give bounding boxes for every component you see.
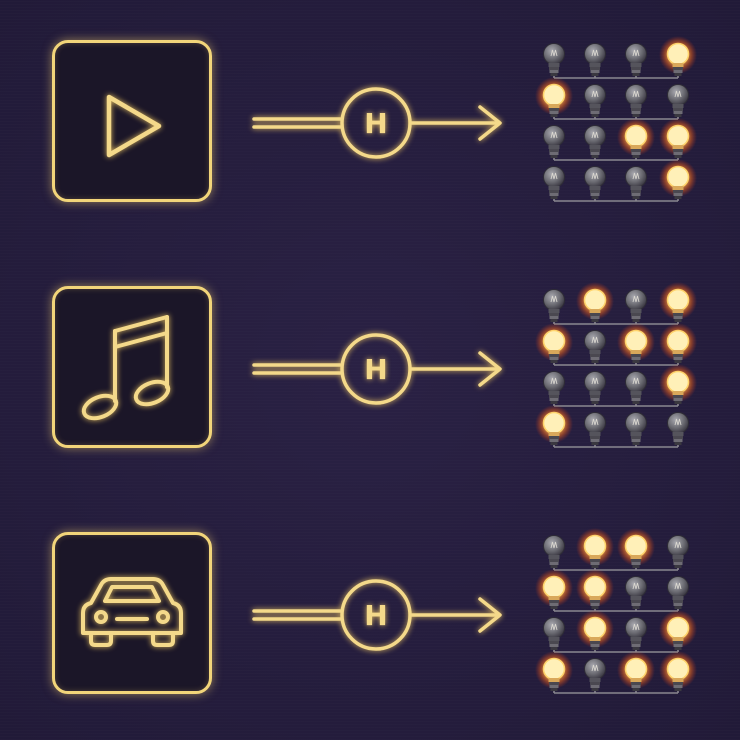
lightbulb-off-icon (584, 412, 606, 447)
lightbulb-off-icon (625, 412, 647, 447)
lightbulb-off-icon (543, 125, 565, 160)
lightbulb-off-icon (584, 330, 606, 365)
lightbulb-on-icon (659, 364, 697, 406)
input-box-car (52, 532, 212, 694)
lightbulb-off-icon (625, 371, 647, 406)
input-box-video (52, 40, 212, 202)
hash-label: H (364, 107, 387, 140)
music-note-icon (81, 315, 171, 421)
lightbulb-off-icon (584, 658, 606, 693)
lightbulb-off-icon (625, 166, 647, 201)
hash-label: H (364, 599, 387, 632)
hash-function-arrow: H (248, 575, 508, 655)
lightbulb-on-icon (535, 323, 573, 365)
lightbulb-off-icon (543, 289, 565, 324)
lightbulb-on-icon (659, 651, 697, 693)
hash-label: H (364, 353, 387, 386)
lightbulb-off-icon (625, 576, 647, 611)
lightbulb-on-icon (659, 159, 697, 201)
lightbulb-off-icon (667, 535, 689, 570)
input-box-music (52, 286, 212, 448)
bulb-grid (532, 282, 702, 454)
lightbulb-off-icon (584, 84, 606, 119)
play-icon (106, 94, 162, 158)
lightbulb-on-icon (576, 569, 614, 611)
lightbulb-off-icon (584, 166, 606, 201)
lightbulb-on-icon (617, 651, 655, 693)
hash-row-music: H (0, 282, 740, 454)
hash-function-arrow: H (248, 83, 508, 163)
bulb-grid (532, 528, 702, 700)
arrow-icon: H (252, 333, 502, 405)
lightbulb-on-icon (576, 528, 614, 570)
hash-row-video: H (0, 36, 740, 208)
lightbulb-on-icon (535, 569, 573, 611)
lightbulb-on-icon (576, 282, 614, 324)
lightbulb-on-icon (535, 405, 573, 447)
lightbulb-on-icon (659, 282, 697, 324)
lightbulb-off-icon (625, 84, 647, 119)
arrow-icon: H (252, 87, 502, 159)
lightbulb-off-icon (667, 84, 689, 119)
lightbulb-off-icon (543, 371, 565, 406)
car-icon (81, 577, 183, 647)
lightbulb-on-icon (659, 610, 697, 652)
lightbulb-on-icon (617, 323, 655, 365)
hash-row-car: H (0, 528, 740, 700)
lightbulb-off-icon (667, 576, 689, 611)
lightbulb-on-icon (576, 610, 614, 652)
hash-function-arrow: H (248, 329, 508, 409)
lightbulb-on-icon (617, 528, 655, 570)
lightbulb-off-icon (584, 371, 606, 406)
lightbulb-off-icon (543, 43, 565, 78)
lightbulb-off-icon (625, 43, 647, 78)
lightbulb-off-icon (543, 617, 565, 652)
lightbulb-off-icon (543, 166, 565, 201)
lightbulb-off-icon (625, 289, 647, 324)
lightbulb-off-icon (625, 617, 647, 652)
arrow-icon: H (252, 579, 502, 651)
lightbulb-on-icon (617, 118, 655, 160)
bulb-grid (532, 36, 702, 208)
lightbulb-on-icon (659, 36, 697, 78)
lightbulb-on-icon (535, 651, 573, 693)
lightbulb-off-icon (543, 535, 565, 570)
lightbulb-on-icon (659, 323, 697, 365)
lightbulb-off-icon (667, 412, 689, 447)
lightbulb-off-icon (584, 43, 606, 78)
lightbulb-off-icon (584, 125, 606, 160)
lightbulb-on-icon (535, 77, 573, 119)
lightbulb-on-icon (659, 118, 697, 160)
